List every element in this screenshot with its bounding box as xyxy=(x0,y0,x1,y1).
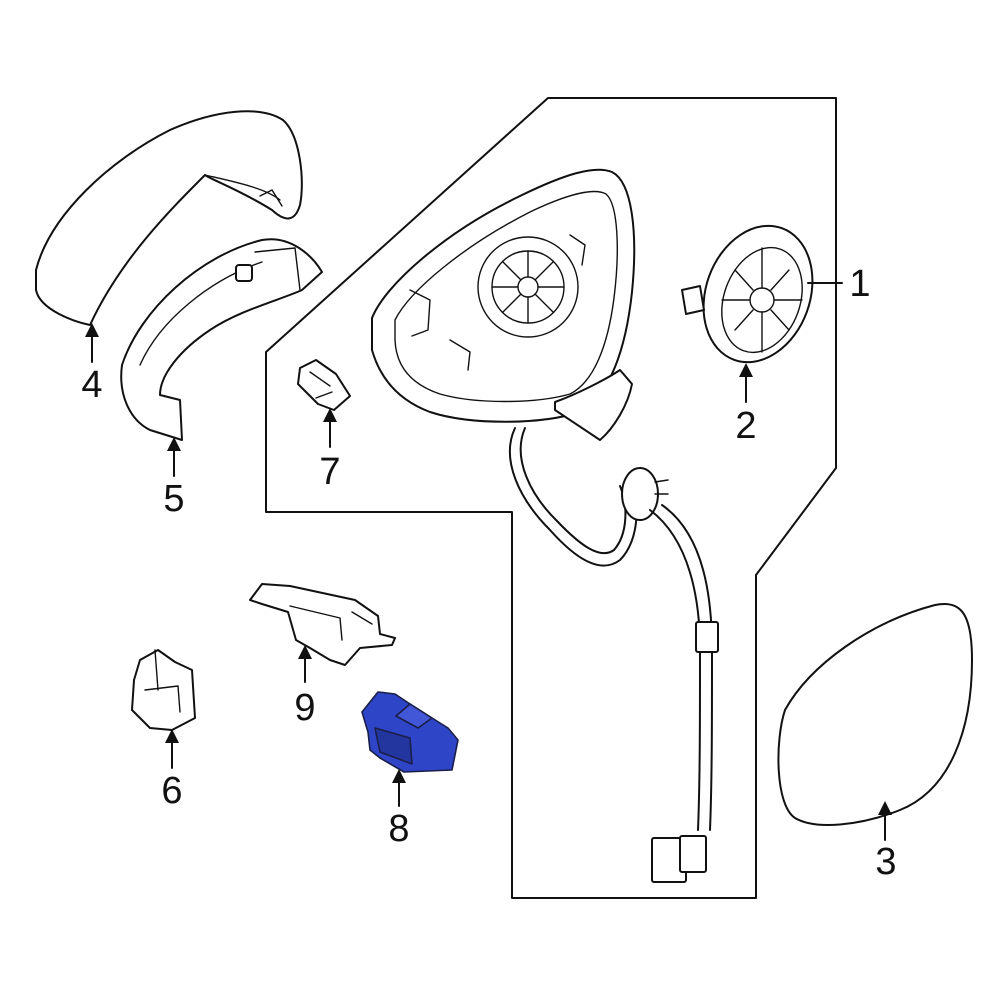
callout-8: 8 xyxy=(388,808,409,850)
leader-arrows xyxy=(85,282,892,841)
callout-7: 7 xyxy=(319,451,340,493)
callout-2: 2 xyxy=(735,405,756,447)
callout-4: 4 xyxy=(81,364,102,406)
callout-9: 9 xyxy=(294,687,315,729)
callout-5: 5 xyxy=(163,478,184,520)
wire-harness xyxy=(508,427,719,883)
bracket-part-6[interactable] xyxy=(131,649,196,731)
callout-6: 6 xyxy=(161,770,182,812)
clip-part-7[interactable] xyxy=(297,359,351,411)
bracket-part-9[interactable] xyxy=(249,583,396,666)
actuator-part-2[interactable] xyxy=(681,210,831,377)
mirror-glass-part-3[interactable] xyxy=(777,603,973,826)
switch-module-part-8[interactable] xyxy=(361,691,459,773)
callout-3: 3 xyxy=(875,841,896,883)
callout-1: 1 xyxy=(849,263,870,305)
mirror-assembly-part[interactable] xyxy=(371,168,636,441)
turn-signal-part-5[interactable] xyxy=(120,238,323,441)
mirror-cover-part-4[interactable] xyxy=(35,110,303,326)
